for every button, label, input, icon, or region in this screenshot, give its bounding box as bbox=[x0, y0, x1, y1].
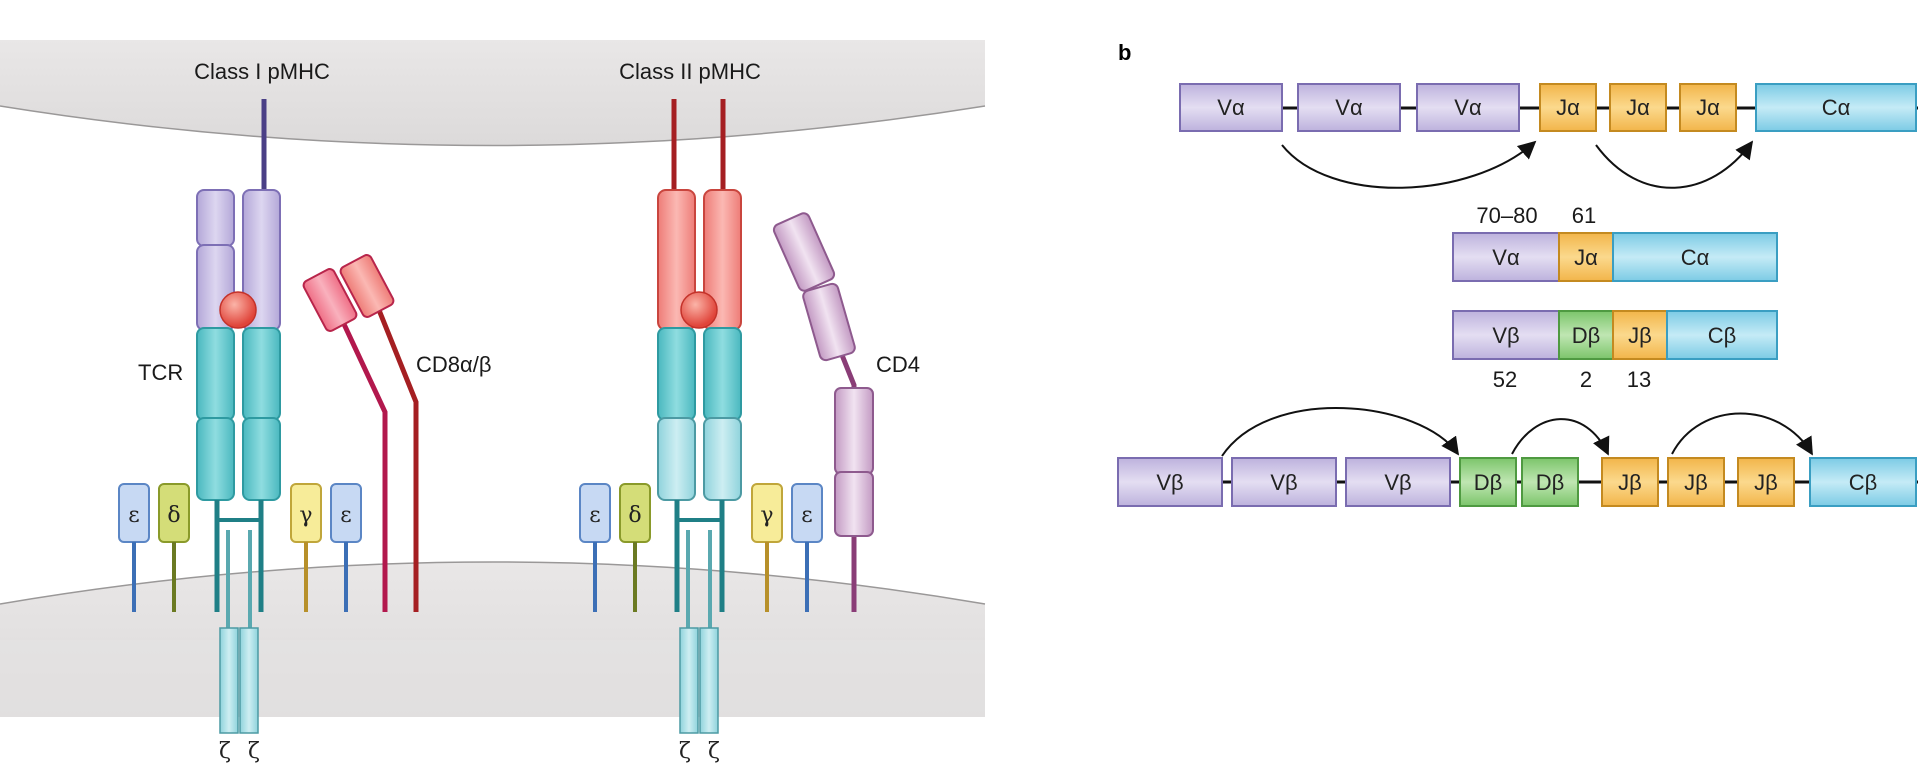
class1-zeta-chains: ζ ζ bbox=[219, 530, 260, 764]
tcr-label: TCR bbox=[138, 360, 183, 385]
svg-text:Vα: Vα bbox=[1492, 245, 1520, 270]
recombination-arrow bbox=[1221, 407, 1460, 457]
panel-a: a Class I pMHC TCR bbox=[0, 36, 986, 764]
beta-d-count: 2 bbox=[1580, 367, 1592, 392]
rearranged-segment: Jβ bbox=[1612, 310, 1668, 360]
recombination-arrow bbox=[1595, 140, 1754, 189]
svg-text:Jα: Jα bbox=[1556, 95, 1580, 120]
svg-text:Dβ: Dβ bbox=[1474, 470, 1503, 495]
alpha-rearranged-gene: 70–80 61 Vα Jα Cα bbox=[1452, 203, 1778, 282]
svg-text:Cβ: Cβ bbox=[1849, 470, 1878, 495]
locus-segment: Cβ bbox=[1809, 457, 1917, 507]
class2-pmhc-title: Class II pMHC bbox=[619, 59, 761, 84]
recombination-arrow bbox=[1671, 412, 1813, 456]
beta-rearranged-gene: Vβ Dβ Jβ Cβ 52 2 13 bbox=[1452, 310, 1778, 392]
svg-text:Jα: Jα bbox=[1696, 95, 1720, 120]
zeta-label: ζ bbox=[248, 739, 260, 764]
locus-segment: Jβ bbox=[1667, 457, 1725, 507]
cd3-delta-label: δ bbox=[167, 503, 180, 528]
svg-text:Cβ: Cβ bbox=[1708, 323, 1737, 348]
svg-text:Vβ: Vβ bbox=[1384, 470, 1411, 495]
locus-segment: Jβ bbox=[1737, 457, 1795, 507]
locus-segment: Vα bbox=[1179, 83, 1283, 132]
cd3-epsilon-label: ε bbox=[128, 503, 139, 528]
cd3-epsilon-label: ε bbox=[589, 503, 600, 528]
svg-text:Vβ: Vβ bbox=[1270, 470, 1297, 495]
class1-pmhc-title: Class I pMHC bbox=[194, 59, 330, 84]
alpha-v-count: 70–80 bbox=[1476, 203, 1537, 228]
locus-segment: Dβ bbox=[1521, 457, 1579, 507]
svg-text:Jβ: Jβ bbox=[1754, 470, 1778, 495]
cd4-coreceptor bbox=[772, 212, 874, 612]
svg-text:Vα: Vα bbox=[1217, 95, 1245, 120]
svg-text:Dβ: Dβ bbox=[1536, 470, 1565, 495]
locus-segment: Vβ bbox=[1117, 457, 1223, 507]
class1-cd3: ε δ γ ε bbox=[118, 483, 362, 612]
beta-j-count: 13 bbox=[1627, 367, 1651, 392]
locus-segment: Jα bbox=[1539, 83, 1597, 132]
svg-text:Cα: Cα bbox=[1681, 245, 1710, 270]
cd3-gamma-label: γ bbox=[760, 503, 773, 528]
rearranged-segment: Vβ bbox=[1452, 310, 1560, 360]
apc-membrane bbox=[0, 40, 985, 146]
class2-tcr bbox=[657, 189, 742, 612]
svg-text:Vα: Vα bbox=[1454, 95, 1482, 120]
zeta-label: ζ bbox=[219, 739, 231, 764]
svg-text:Vα: Vα bbox=[1335, 95, 1363, 120]
alpha-j-count: 61 bbox=[1572, 203, 1596, 228]
cd4-label: CD4 bbox=[876, 352, 920, 377]
class1-peptide bbox=[219, 291, 257, 329]
svg-text:Jβ: Jβ bbox=[1618, 470, 1642, 495]
locus-segment: Vβ bbox=[1231, 457, 1337, 507]
locus-segment: Cα bbox=[1755, 83, 1917, 132]
zeta-label: ζ bbox=[708, 739, 720, 764]
rearranged-segment: Vα bbox=[1452, 232, 1560, 282]
cd8-coreceptor bbox=[302, 254, 419, 612]
tcr-alpha-locus: Vα Vα Vα Jα Jα Jα Cα bbox=[1179, 83, 1918, 189]
class2-cd3: ε δ γ ε bbox=[579, 483, 823, 612]
locus-segment: Jα bbox=[1609, 83, 1667, 132]
rearranged-segment: Jα bbox=[1558, 232, 1614, 282]
locus-segment: Vα bbox=[1416, 83, 1520, 132]
zeta-label: ζ bbox=[679, 739, 691, 764]
locus-segment: Jβ bbox=[1601, 457, 1659, 507]
panel-b: b Vα Vα Vα Jα Jα Jα Cα 70–80 61 Vα Jα Cα… bbox=[1117, 40, 1918, 507]
rearranged-segment: Cα bbox=[1612, 232, 1778, 282]
cd3-epsilon-label: ε bbox=[801, 503, 812, 528]
locus-segment: Dβ bbox=[1459, 457, 1517, 507]
svg-text:Vβ: Vβ bbox=[1156, 470, 1183, 495]
cd3-gamma-label: γ bbox=[299, 503, 312, 528]
svg-text:Jβ: Jβ bbox=[1628, 323, 1652, 348]
cd3-delta-label: δ bbox=[628, 503, 641, 528]
cd3-epsilon-label: ε bbox=[340, 503, 351, 528]
svg-text:Cα: Cα bbox=[1822, 95, 1851, 120]
recombination-arrow bbox=[1281, 140, 1537, 189]
svg-text:Jα: Jα bbox=[1626, 95, 1650, 120]
svg-text:Jβ: Jβ bbox=[1684, 470, 1708, 495]
locus-segment: Jα bbox=[1679, 83, 1737, 132]
svg-text:Dβ: Dβ bbox=[1572, 323, 1601, 348]
panel-b-label: b bbox=[1118, 40, 1131, 65]
class2-peptide bbox=[680, 291, 718, 329]
class2-zeta-chains: ζ ζ bbox=[679, 530, 720, 764]
svg-text:Jα: Jα bbox=[1574, 245, 1598, 270]
cd8-label: CD8α/β bbox=[416, 352, 492, 377]
rearranged-segment: Cβ bbox=[1666, 310, 1778, 360]
recombination-arrow bbox=[1511, 418, 1610, 456]
locus-segment: Vβ bbox=[1345, 457, 1451, 507]
locus-segment: Vα bbox=[1297, 83, 1401, 132]
class1-tcr bbox=[196, 189, 281, 612]
beta-v-count: 52 bbox=[1493, 367, 1517, 392]
svg-text:Vβ: Vβ bbox=[1492, 323, 1519, 348]
tcr-beta-locus: Vβ Vβ Vβ Dβ Dβ Jβ Jβ Jβ Cβ bbox=[1117, 407, 1918, 507]
rearranged-segment: Dβ bbox=[1558, 310, 1614, 360]
